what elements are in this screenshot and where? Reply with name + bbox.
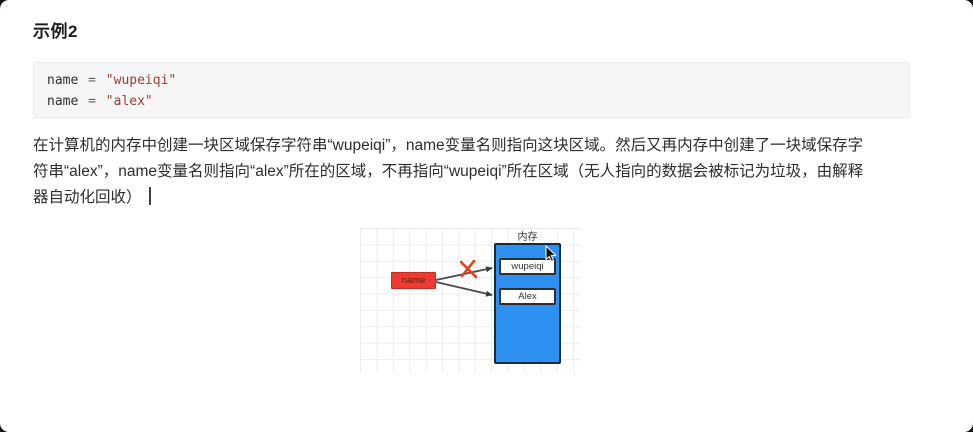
- body-text[interactable]: 在计算机的内存中创建一块区域保存字符串“wupeiqi”，name变量名则指向这…: [33, 133, 945, 211]
- text-line-content: 器自动化回收）: [33, 189, 142, 206]
- text-line-content: 符串“alex”，name变量名则指向“alex”所在的区域，不再指向“wupe…: [33, 163, 864, 180]
- code-token-string: "wupeiqi": [105, 73, 177, 88]
- value-box-wupeiqi: wupeiqi: [499, 258, 556, 275]
- value-box-alex: Alex: [499, 288, 556, 305]
- memory-diagram[interactable]: 内存 wupeiqi Alex name: [360, 228, 580, 373]
- text-line[interactable]: 在计算机的内存中创建一块区域保存字符串“wupeiqi”，name变量名则指向这…: [33, 133, 945, 159]
- variable-name-box: name: [391, 272, 436, 289]
- code-token-operator: =: [88, 94, 96, 109]
- text-caret: [148, 187, 151, 205]
- text-line-content: 在计算机的内存中创建一块区域保存字符串“wupeiqi”，name变量名则指向这…: [33, 137, 864, 154]
- code-token-string: "alex": [105, 94, 153, 109]
- code-token-variable: name: [47, 73, 79, 88]
- code-token-variable: name: [47, 94, 79, 109]
- code-block[interactable]: name = "wupeiqi" name = "alex": [33, 62, 910, 118]
- text-line[interactable]: 符串“alex”，name变量名则指向“alex”所在的区域，不再指向“wupe…: [33, 159, 945, 185]
- text-line[interactable]: 器自动化回收）: [33, 185, 945, 211]
- memory-label: 内存: [517, 232, 538, 243]
- code-line: name = "wupeiqi": [47, 70, 896, 91]
- section-heading: 示例2: [33, 22, 78, 41]
- code-line: name = "alex": [47, 91, 896, 112]
- code-token-operator: =: [88, 73, 96, 88]
